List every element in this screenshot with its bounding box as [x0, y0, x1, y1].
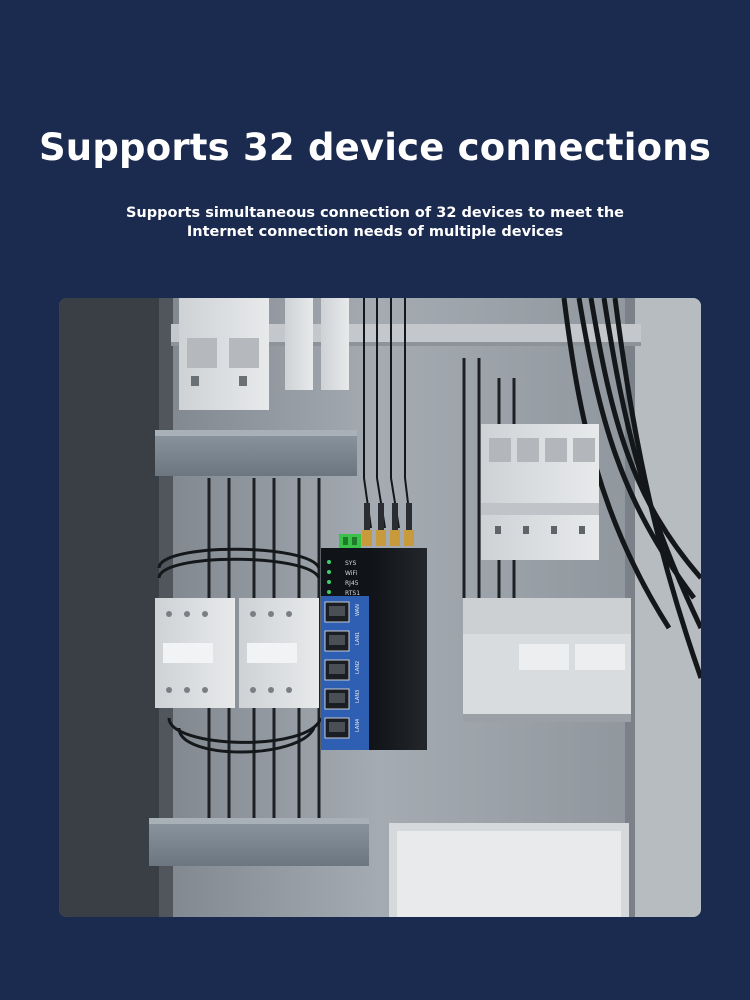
led-label: SYS [345, 560, 356, 567]
headline: Supports 32 device connections [38, 126, 712, 169]
port-label: LAN3 [355, 690, 361, 703]
led-label: WiFi [345, 570, 357, 577]
ethernet-port-socket [329, 693, 345, 703]
port-label: LAN2 [355, 661, 361, 674]
ethernet-port-socket [329, 722, 345, 732]
ethernet-port-socket [329, 635, 345, 645]
led-label: RJ45 [345, 580, 359, 587]
port-label: LAN1 [355, 632, 361, 645]
ethernet-port-socket [329, 664, 345, 674]
ethernet-port-socket [329, 606, 345, 616]
port-label: LAN4 [355, 719, 361, 732]
subheadline: Supports simultaneous connection of 32 d… [125, 205, 625, 240]
led-label: RTS1 [345, 590, 360, 597]
port-label: WAN [355, 604, 361, 616]
